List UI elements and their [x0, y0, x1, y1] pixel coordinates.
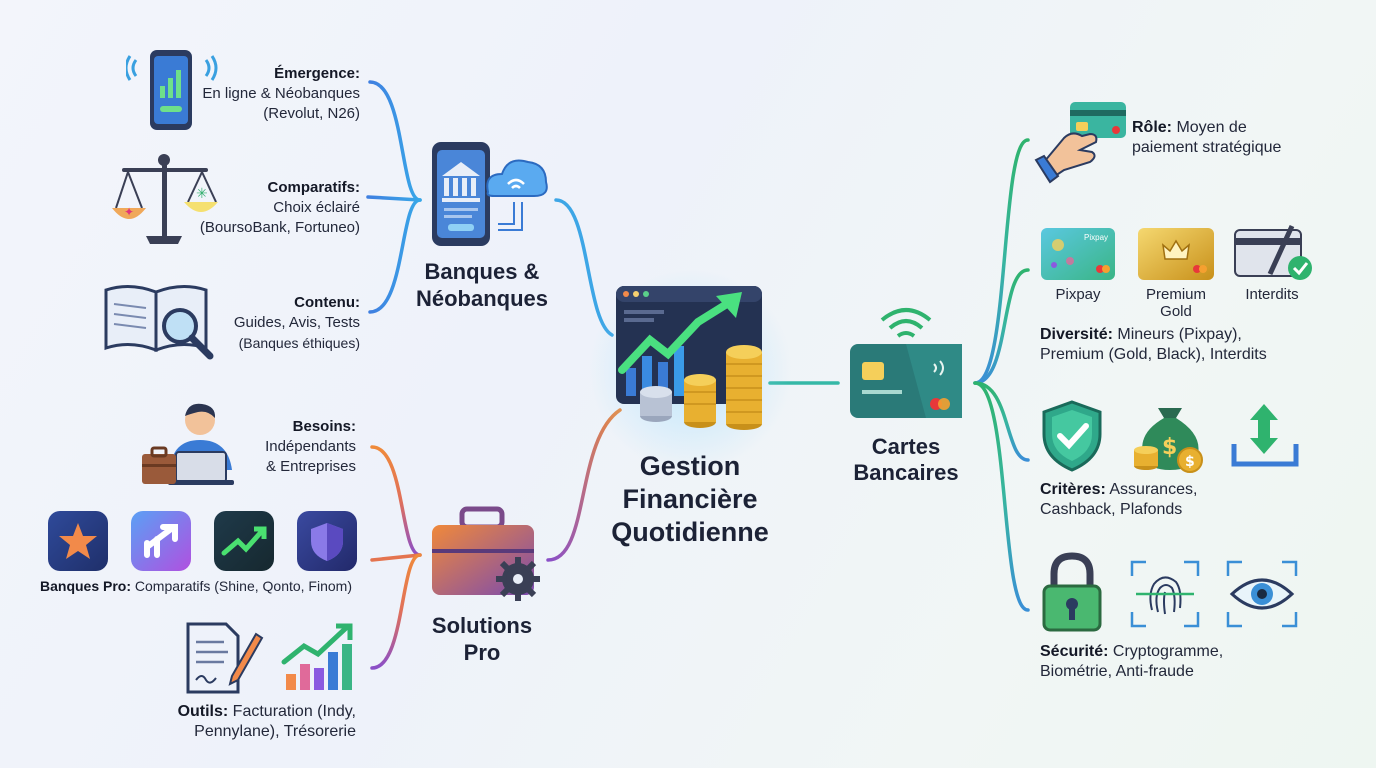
eye-scan-icon: [1226, 560, 1298, 633]
pro-app-growth-icon: [131, 511, 191, 571]
outils-text: Outils: Facturation (Indy, Pennylane), T…: [130, 702, 356, 742]
person-laptop-icon: [140, 400, 240, 493]
hub-cartes-line1: Cartes: [871, 434, 941, 459]
role-title: Rôle:: [1132, 119, 1172, 136]
criteres-line2: Cashback, Plafonds: [1040, 501, 1183, 518]
premium-gold-card-icon: [1137, 227, 1215, 286]
banques-pro-title: Banques Pro:: [40, 578, 132, 594]
role-line1: Moyen de: [1172, 119, 1247, 136]
outils-title: Outils:: [177, 703, 229, 720]
contenu-line2: (Banques éthiques): [238, 335, 360, 351]
pixpay-label: Pixpay: [1055, 286, 1101, 303]
criteres-line1: Assurances,: [1105, 481, 1198, 498]
securite-text: Sécurité: Cryptogramme, Biométrie, Anti-…: [1040, 642, 1320, 682]
role-text: Rôle: Moyen de paiement stratégique: [1132, 118, 1352, 158]
money-bag-icon: $ $: [1132, 394, 1210, 479]
outils-line1: Facturation (Indy,: [228, 703, 356, 720]
besoins-line2: & Entreprises: [265, 458, 356, 475]
diversite-text: Diversité: Mineurs (Pixpay), Premium (Go…: [1040, 325, 1340, 365]
book-magnifier-icon: [102, 282, 216, 367]
role-line2: paiement stratégique: [1132, 139, 1282, 156]
comparatifs-title: Comparatifs:: [267, 179, 360, 196]
pixpay-card-icon: Pixpay: [1040, 227, 1116, 286]
emergence-line2: (Revolut, N26): [263, 105, 360, 122]
premium-label-line2: Gold: [1160, 303, 1192, 320]
contenu-line1: Guides, Avis, Tests: [233, 314, 360, 331]
besoins-text: Besoins: Indépendants & Entreprises: [196, 417, 356, 477]
outils-line2: Pennylane), Trésorerie: [194, 723, 356, 740]
comparatifs-line2: (BoursoBank, Fortuneo): [199, 219, 360, 236]
svg-text:$: $: [1185, 454, 1195, 470]
padlock-icon: [1040, 552, 1104, 639]
scale-icon: ✦ ✳: [108, 152, 220, 253]
svg-text:✳: ✳: [196, 186, 208, 202]
hub-banques-line2: Néobanques: [415, 286, 549, 311]
diversite-line2: Premium (Gold, Black), Interdits: [1040, 346, 1267, 363]
premium-label-line1: Premium: [1145, 286, 1206, 303]
contenu-text: Contenu: Guides, Avis, Tests (Banques ét…: [160, 293, 360, 353]
emergence-line1: En ligne & Néobanques: [202, 85, 360, 102]
briefcase-gear-icon: [428, 505, 544, 608]
card-contactless-icon: [846, 306, 966, 427]
fingerprint-icon: [1130, 560, 1200, 633]
banques-pro-text: Banques Pro: Comparatifs (Shine, Qonto, …: [40, 576, 370, 596]
besoins-title: Besoins:: [292, 418, 356, 435]
diversite-title: Diversité:: [1040, 326, 1113, 343]
download-arrow-icon: [1230, 398, 1302, 475]
hand-card-icon: [1034, 98, 1130, 189]
securite-line2: Biométrie, Anti-fraude: [1040, 663, 1194, 680]
banques-pro-line: Comparatifs (Shine, Qonto, Finom): [131, 578, 352, 594]
center-title-line2: Financière: [622, 484, 758, 514]
securite-title: Sécurité:: [1040, 643, 1109, 660]
pro-app-trend-icon: [214, 511, 274, 571]
securite-line1: Cryptogramme,: [1108, 643, 1224, 660]
contenu-title: Contenu:: [294, 294, 360, 311]
emergence-text: Émergence: En ligne & Néobanques (Revolu…: [160, 64, 360, 124]
criteres-title: Critères:: [1040, 481, 1106, 498]
hub-pro-label: Solutions Pro: [412, 612, 552, 666]
pixpay-card-brand: Pixpay: [1084, 233, 1109, 242]
center-title: Gestion Financière Quotidienne: [590, 450, 790, 549]
growth-chart-icon: [280, 622, 356, 699]
center-title-line1: Gestion: [639, 451, 741, 481]
svg-text:✦: ✦: [124, 205, 134, 219]
hub-cartes-line2: Bancaires: [853, 460, 959, 485]
document-pen-icon: [184, 620, 264, 701]
interdits-card-icon: [1234, 222, 1316, 289]
hub-banques-label: Banques & Néobanques: [412, 258, 552, 312]
shield-check-icon: [1040, 400, 1104, 477]
hub-banques-line1: Banques &: [424, 259, 540, 284]
center-title-line3: Quotidienne: [611, 517, 769, 547]
hub-cartes-label: Cartes Bancaires: [836, 434, 976, 486]
hub-pro-line1: Solutions: [431, 613, 533, 638]
svg-text:$: $: [1162, 435, 1177, 460]
besoins-line1: Indépendants: [265, 438, 356, 455]
dashboard-chart-coins-icon: [612, 284, 772, 437]
pro-app-shield-icon: [297, 511, 357, 571]
criteres-text: Critères: Assurances, Cashback, Plafonds: [1040, 480, 1300, 520]
comparatifs-text: Comparatifs: Choix éclairé (BoursoBank, …: [160, 178, 360, 238]
interdits-label: Interdits: [1245, 286, 1299, 303]
hub-pro-line2: Pro: [463, 640, 501, 665]
comparatifs-line1: Choix éclairé: [273, 199, 360, 216]
phone-signal-icon: [124, 46, 218, 139]
premium-label: Premium Gold: [1136, 286, 1216, 320]
emergence-title: Émergence:: [274, 65, 360, 82]
diversite-line1: Mineurs (Pixpay),: [1112, 326, 1242, 343]
bank-phone-cloud-icon: [428, 140, 552, 255]
pro-app-star-icon: [48, 511, 108, 571]
